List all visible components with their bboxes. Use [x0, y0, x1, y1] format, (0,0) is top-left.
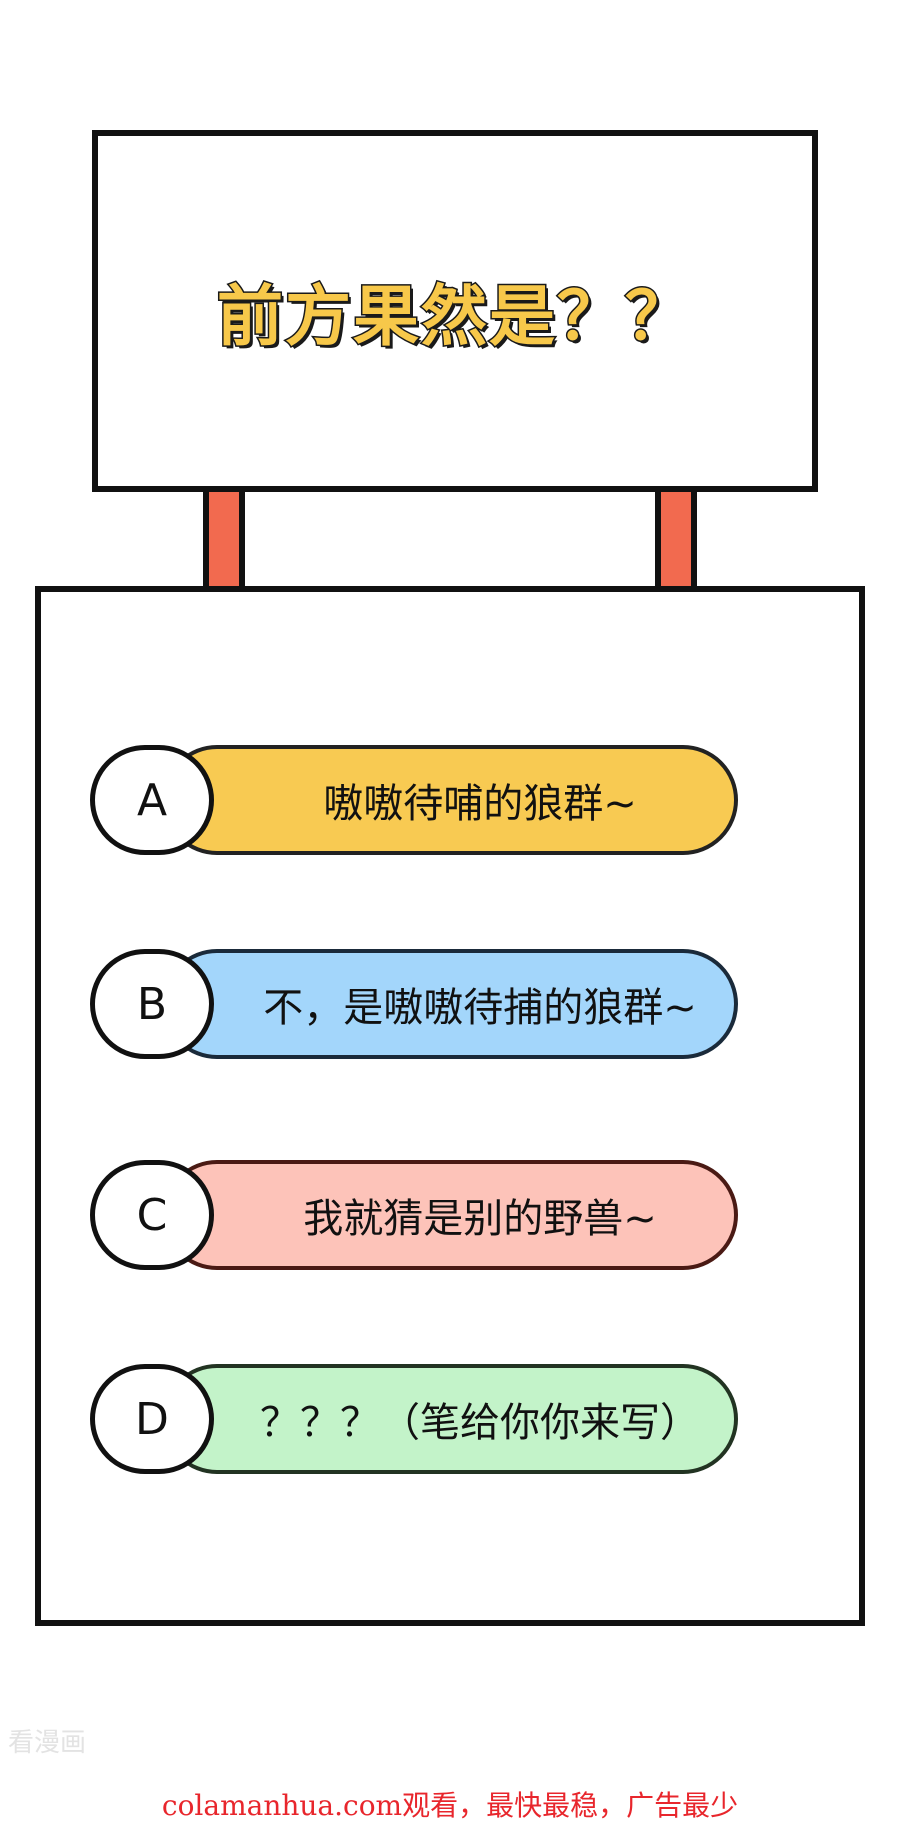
option-b-letter: B	[90, 949, 214, 1059]
option-b[interactable]: 不，是嗷嗷待捕的狼群~ B	[90, 949, 738, 1059]
option-a-bar: 嗷嗷待哺的狼群~	[162, 745, 738, 855]
ad-banner-text[interactable]: colamanhua.com观看，最快最稳，广告最少	[161, 1789, 739, 1822]
option-c[interactable]: 我就猜是别的野兽~ C	[90, 1160, 738, 1270]
option-d-letter: D	[90, 1364, 214, 1474]
sign-post-right	[655, 492, 697, 588]
sign-panel: 前方果然是？？	[92, 130, 818, 492]
option-a-letter: A	[90, 745, 214, 855]
option-b-bar: 不，是嗷嗷待捕的狼群~	[162, 949, 738, 1059]
option-c-letter: C	[90, 1160, 214, 1270]
sign-title: 前方果然是？？	[216, 277, 693, 357]
option-d-bar: ？？？（笔给你你来写）	[162, 1364, 738, 1474]
option-d[interactable]: ？？？（笔给你你来写） D	[90, 1364, 738, 1474]
watermark-text: 看漫画	[8, 1728, 87, 1758]
sign-post-left	[203, 492, 245, 588]
option-c-bar: 我就猜是别的野兽~	[162, 1160, 738, 1270]
option-a[interactable]: 嗷嗷待哺的狼群~ A	[90, 745, 738, 855]
